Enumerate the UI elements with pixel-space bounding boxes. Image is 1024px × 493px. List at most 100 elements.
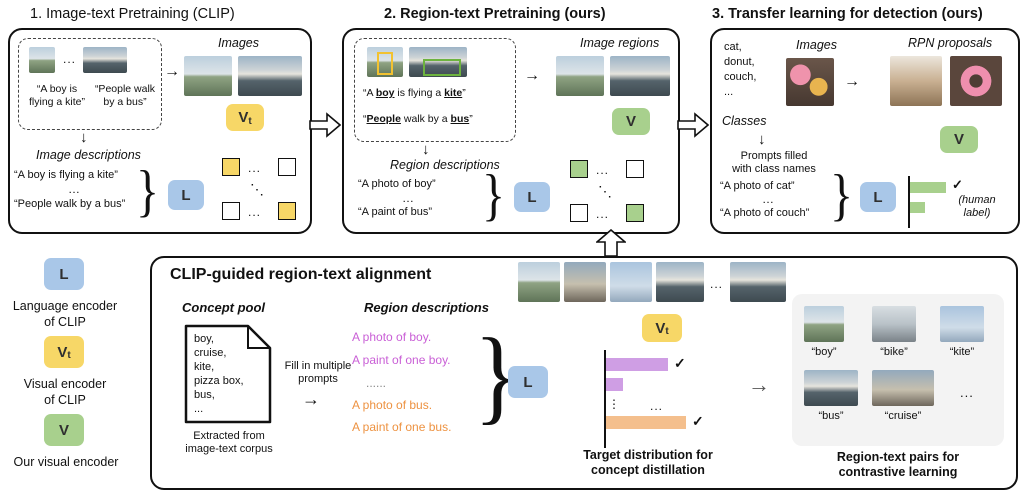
image-thumbnail <box>83 47 127 73</box>
region-text-pairs-label: Region-text pairs for contrastive learni… <box>798 450 998 480</box>
images-label: Images <box>218 36 259 50</box>
legend-language-encoder-text: Language encoder of CLIP <box>4 298 126 330</box>
diagonal-dots: ⋱ <box>250 181 265 197</box>
legend-line: Language encoder <box>12 299 118 313</box>
region-text-pairs-box: “boy” “bike” “kite” “bus” “cruise” ... <box>792 294 1004 446</box>
caption-line: “A boy is <box>36 83 78 95</box>
concept-pool-document: boy, cruise, kite, pizza box, bus, ... <box>184 324 272 424</box>
our-visual-encoder-badge: V <box>612 108 650 135</box>
fill-prompts-line: Fill in multiple <box>284 360 352 372</box>
encoder-letter: V <box>625 113 636 130</box>
fill-prompts-line: prompts <box>298 373 338 385</box>
caption: “People walk by a bus” <box>93 83 157 109</box>
legend-our-visual-encoder-text: Our visual encoder <box>0 454 132 470</box>
ellipsis: ... <box>960 385 974 400</box>
region-description: A photo of bus. <box>352 398 433 412</box>
ellipsis: ... <box>596 207 610 221</box>
description-text: “A paint of bus” <box>358 206 432 218</box>
ellipsis: … <box>402 191 415 205</box>
legend-line: of CLIP <box>44 315 86 329</box>
class-list: cat, donut, couch, ... <box>724 40 784 100</box>
flow-arrow-up-icon <box>596 229 626 257</box>
brace: } <box>136 159 160 224</box>
arrow-right-icon: → <box>164 63 180 80</box>
encoder-letter: V <box>238 109 249 126</box>
panel-clip-guided-alignment: CLIP-guided region-text alignment Concep… <box>150 256 1018 490</box>
similarity-cell-empty <box>570 204 588 222</box>
concept-item: bus, <box>194 389 215 401</box>
legend-line: Our visual encoder <box>13 455 119 469</box>
ellipsis: ... <box>596 163 610 177</box>
pair-label: “kite” <box>949 346 975 358</box>
concept-item: kite, <box>194 361 215 373</box>
extracted-line: image-text corpus <box>185 443 273 455</box>
caption-part: “ <box>363 113 367 125</box>
prompts-note: Prompts filled with class names <box>714 150 834 176</box>
label-line: concept distillation <box>591 463 705 477</box>
panel1-title: 1. Image-text Pretraining (CLIP) <box>30 6 235 22</box>
strip-thumbnail <box>610 262 652 302</box>
target-distribution-label: Target distribution for concept distilla… <box>548 448 748 478</box>
similarity-cell-empty <box>278 158 296 176</box>
caption: “A boy is flying a kite” <box>23 83 91 109</box>
rpn-proposals-label: RPN proposals <box>908 36 993 50</box>
image-text-pair-box: ... “A boy is flying a kite” “People wal… <box>18 38 162 130</box>
class-item: donut, <box>724 56 755 68</box>
encoder-letter: V <box>953 131 964 148</box>
pair-thumbnail <box>804 306 844 342</box>
region-outline <box>377 52 393 75</box>
image-thumbnail <box>29 47 55 73</box>
label-line: Region-text pairs for <box>836 450 960 464</box>
ellipsis: … <box>762 192 775 206</box>
class-item: ... <box>724 86 734 98</box>
label-line: contrastive learning <box>838 465 958 479</box>
encoder-subscript: t <box>665 326 669 337</box>
caption-line: flying a kite” <box>28 96 86 108</box>
ellipsis: ... <box>650 399 664 413</box>
strip-thumbnail <box>730 262 786 302</box>
region-descriptions-label: Region descriptions <box>390 158 500 172</box>
ellipsis: … <box>68 182 81 196</box>
caption-keyword: kite <box>444 87 463 99</box>
strip-thumbnail <box>656 262 704 302</box>
language-encoder-badge: L <box>514 182 550 212</box>
checkmark-icon: ✓ <box>674 355 686 371</box>
image-thumbnail <box>238 56 302 96</box>
pair-label: “bus” <box>818 410 844 422</box>
image-thumbnail <box>184 56 232 96</box>
ellipsis: ... <box>63 52 77 66</box>
legend-line: Visual encoder <box>23 377 107 391</box>
label-line: Target distribution for <box>583 448 713 462</box>
encoder-subscript: t <box>248 115 252 127</box>
prompts-note-line: with class names <box>732 163 816 175</box>
region-description: A paint of one bus. <box>352 420 452 434</box>
caption-line: “People walk <box>94 83 156 95</box>
encoder-subscript: t <box>67 350 71 361</box>
description-text: “A photo of couch” <box>720 207 810 219</box>
concept-pool-label: Concept pool <box>182 300 266 315</box>
brace: } <box>482 163 506 228</box>
legend-language-encoder-badge: L <box>44 258 84 290</box>
similarity-cell-empty <box>626 160 644 178</box>
encoder-letter: L <box>59 265 69 283</box>
concept-item: boy, <box>194 333 214 345</box>
flow-arrow-right-icon <box>677 112 709 138</box>
bottom-panel-title: CLIP-guided region-text alignment <box>170 266 432 283</box>
similarity-cell-empty <box>222 202 240 220</box>
concept-item: ... <box>194 403 204 415</box>
pair-thumbnail <box>872 306 916 342</box>
score-bar <box>910 182 946 193</box>
caption-keyword: People <box>366 113 401 125</box>
caption-part: ” <box>462 87 466 99</box>
caption: “People walk by a bus” <box>363 113 509 126</box>
score-bar <box>910 202 925 213</box>
checkmark-icon: ✓ <box>952 177 963 192</box>
description-text: “People walk by a bus” <box>14 198 126 210</box>
caption: “A boy is flying a kite” <box>363 87 509 100</box>
human-label-line: label) <box>963 207 991 219</box>
brace: } <box>830 163 854 228</box>
human-label-note: (human label) <box>944 194 1010 220</box>
flow-arrow-right-icon <box>309 112 341 138</box>
image-thumbnail <box>610 56 670 96</box>
